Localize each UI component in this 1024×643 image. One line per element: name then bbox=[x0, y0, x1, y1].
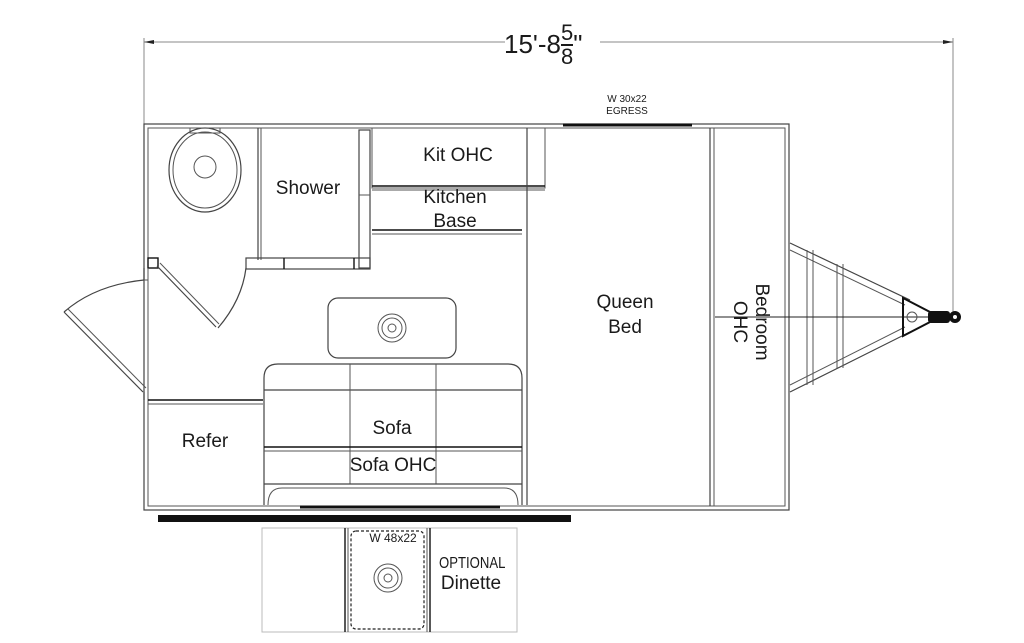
queen-bed-line2: Bed bbox=[608, 317, 642, 338]
optional-dinette-label: OPTIONAL Dinette bbox=[432, 554, 510, 594]
table bbox=[327, 297, 457, 359]
overall-dimension-line bbox=[143, 38, 954, 316]
optional-dinette bbox=[261, 527, 518, 633]
shower-label: Shower bbox=[275, 178, 341, 199]
entry-door bbox=[63, 268, 149, 400]
bathroom bbox=[147, 127, 371, 329]
awning bbox=[158, 505, 571, 522]
egress-window-label: W 30x22 EGRESS bbox=[598, 94, 656, 117]
dimension-whole: 15'-8 bbox=[504, 29, 562, 59]
fraction-numerator: 5 bbox=[561, 20, 574, 45]
queen-bed-line1: Queen bbox=[596, 292, 654, 313]
exterior-walls bbox=[143, 123, 790, 511]
bedroom-ohc-label: Bedroom OHC bbox=[728, 278, 772, 366]
kit-ohc-label: Kit OHC bbox=[423, 145, 493, 166]
refer bbox=[148, 399, 263, 405]
sofa-ohc-label: Sofa OHC bbox=[349, 455, 437, 476]
queen-bed-label: Queen Bed bbox=[585, 290, 665, 340]
bedroom-ohc-line2: OHC bbox=[729, 300, 750, 344]
kitchen-base-line1: Kitchen bbox=[423, 187, 487, 208]
kitchen bbox=[371, 127, 546, 505]
kitchen-base-line2: Base bbox=[433, 211, 477, 232]
kitchen-base-label: Kitchen Base bbox=[410, 186, 500, 234]
refer-label: Refer bbox=[181, 431, 229, 452]
dinette-window-label: W 48x22 bbox=[369, 531, 417, 545]
bedroom bbox=[709, 128, 715, 506]
dimension-inch-mark: " bbox=[573, 29, 583, 59]
dinette-label: Dinette bbox=[440, 573, 502, 594]
sofa-label: Sofa bbox=[372, 418, 412, 439]
egress-window-text: EGRESS bbox=[606, 105, 648, 117]
trailer-hitch bbox=[715, 242, 961, 393]
sofa bbox=[263, 363, 523, 506]
egress-window-size: W 30x22 bbox=[607, 94, 647, 105]
optional-label: OPTIONAL bbox=[439, 555, 506, 572]
fraction-denominator: 8 bbox=[561, 44, 574, 69]
bedroom-ohc-line1: Bedroom bbox=[751, 283, 772, 361]
